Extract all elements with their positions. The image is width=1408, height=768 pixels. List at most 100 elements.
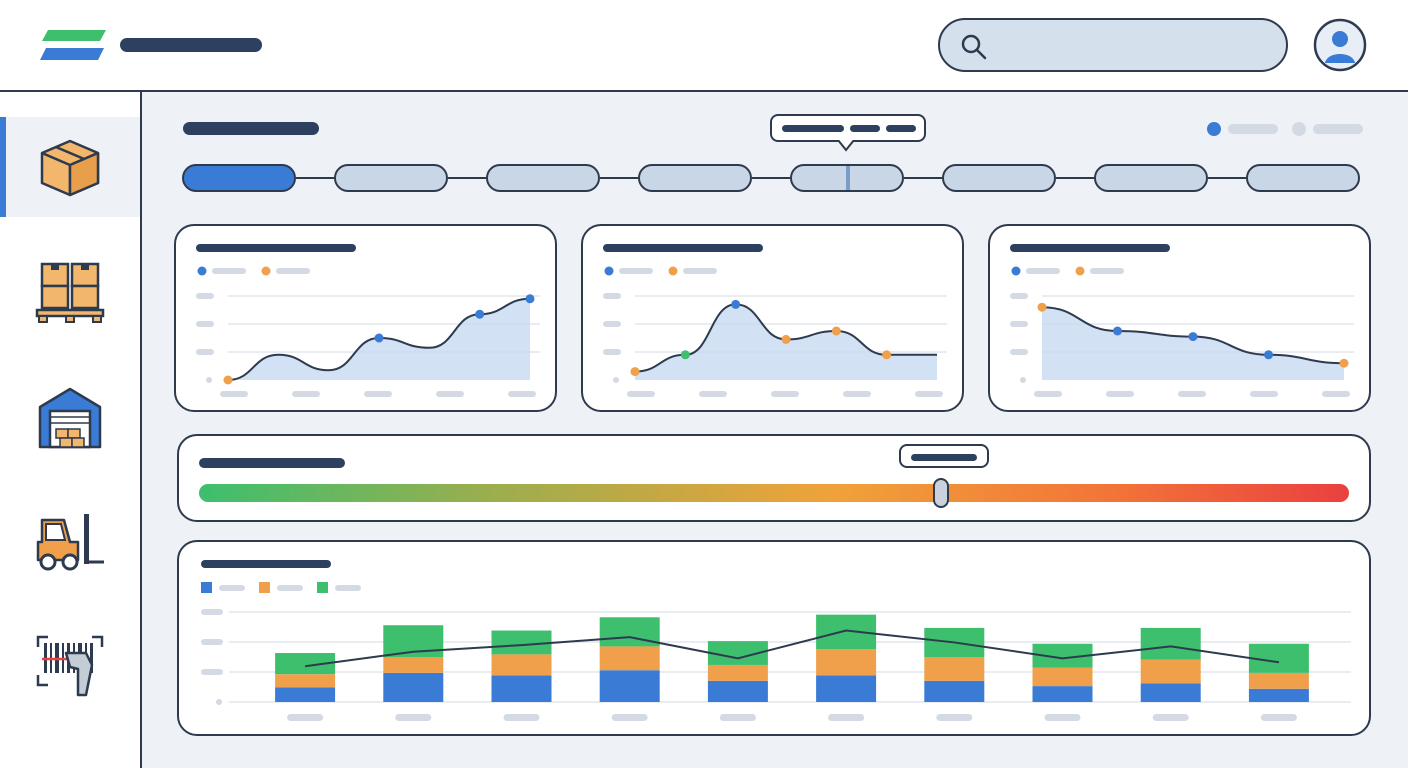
legend-label-placeholder (1313, 124, 1363, 134)
bar-segment (707, 664, 768, 681)
slider-tooltip (899, 444, 989, 468)
app-title-placeholder (120, 38, 262, 52)
bar-segment (707, 641, 768, 665)
warehouse-icon (38, 387, 102, 449)
pallet-boxes-icon (35, 262, 105, 323)
legend-label-placeholder (1228, 124, 1278, 134)
search-icon (961, 34, 987, 60)
stepper-step-5[interactable] (790, 164, 904, 192)
sidebar-item-forklift[interactable] (0, 492, 140, 592)
line-chart-card-2 (581, 224, 964, 412)
y-tick-placeholder (216, 699, 222, 705)
search-input[interactable] (938, 18, 1288, 72)
x-tick-placeholder (771, 391, 799, 397)
line-chart-1 (196, 244, 540, 397)
chart-title-placeholder (201, 560, 331, 568)
bar-segment (275, 687, 336, 702)
legend-dot-active[interactable] (1207, 122, 1221, 136)
legend-marker (1075, 266, 1085, 276)
x-tick-placeholder (287, 714, 324, 721)
legend-label-placeholder (335, 585, 361, 591)
user-avatar-icon[interactable] (1313, 18, 1367, 72)
legend-label-placeholder (276, 268, 310, 274)
legend-marker (261, 266, 271, 276)
legend-dot-inactive[interactable] (1292, 122, 1306, 136)
data-point (223, 375, 233, 385)
x-tick-placeholder (508, 391, 536, 397)
line-chart-2 (603, 244, 947, 397)
bar-segment (383, 672, 444, 702)
bar-segment (816, 649, 877, 676)
y-tick-placeholder (201, 609, 223, 615)
tooltip-text-placeholder (911, 454, 977, 461)
stepper-step-2[interactable] (334, 164, 448, 192)
x-tick-placeholder (1152, 714, 1189, 721)
y-tick-placeholder (196, 293, 214, 299)
stepper-step-3[interactable] (486, 164, 600, 192)
bar-segment (1248, 643, 1309, 673)
stepper-connector (752, 177, 792, 179)
bar-segment (491, 675, 552, 702)
data-point (374, 333, 384, 343)
data-point (1264, 350, 1273, 360)
top-header (0, 0, 1408, 92)
stepper-connector (296, 177, 336, 179)
x-tick-placeholder (1178, 391, 1206, 397)
forklift-icon (36, 514, 104, 571)
x-tick-placeholder (1106, 391, 1134, 397)
y-tick-placeholder (196, 349, 214, 355)
data-point (525, 294, 535, 304)
tooltip-text-placeholder (782, 125, 844, 132)
x-tick-placeholder (1322, 391, 1350, 397)
data-point (1113, 326, 1122, 336)
stepper-step-7[interactable] (1094, 164, 1208, 192)
data-point (1037, 302, 1047, 312)
sidebar-item-packages[interactable] (0, 117, 140, 217)
legend-marker (668, 266, 678, 276)
data-point (831, 326, 841, 336)
stacked-bar-chart (201, 560, 1351, 721)
level-gradient-track[interactable] (199, 484, 1349, 502)
stepper-connector (904, 177, 944, 179)
bar-segment (1140, 659, 1201, 684)
bar-segment (1248, 672, 1309, 689)
stepper-step-4[interactable] (638, 164, 752, 192)
y-tick-placeholder (1010, 321, 1028, 327)
stepper-step-1[interactable] (182, 164, 296, 192)
legend-marker (197, 266, 207, 276)
legend-label-placeholder (1026, 268, 1060, 274)
brand-logo-icon[interactable] (40, 28, 108, 62)
line-chart-3 (1010, 244, 1354, 397)
stacked-bar-chart-card (177, 540, 1371, 736)
chart-title-placeholder (603, 244, 763, 252)
legend-label-placeholder (277, 585, 303, 591)
legend-marker (317, 582, 328, 593)
bar-segment (1032, 667, 1093, 687)
sidebar-item-pallets[interactable] (0, 242, 140, 342)
x-tick-placeholder (1260, 714, 1297, 721)
bar-segment (1032, 686, 1093, 702)
bar-segment (275, 674, 336, 688)
legend-label-placeholder (683, 268, 717, 274)
barcode-scanner-icon (36, 635, 104, 697)
x-tick-placeholder (611, 714, 648, 721)
line-chart-card-1 (174, 224, 557, 412)
y-tick-placeholder (196, 321, 214, 327)
page-title-placeholder (183, 122, 319, 135)
bar-segment (707, 680, 768, 702)
x-tick-placeholder (364, 391, 392, 397)
sidebar-item-barcode-scanner[interactable] (0, 617, 140, 717)
legend-label-placeholder (619, 268, 653, 274)
level-slider-card (177, 434, 1371, 522)
area-fill (1042, 307, 1344, 380)
data-point (731, 299, 741, 309)
y-tick-placeholder (613, 377, 619, 383)
line-chart-card-3 (988, 224, 1371, 412)
stepper-step-8[interactable] (1246, 164, 1360, 192)
stepper-step-6[interactable] (942, 164, 1056, 192)
bar-segment (924, 657, 985, 681)
sidebar-item-warehouse[interactable] (0, 367, 140, 467)
chart-title-placeholder (1010, 244, 1170, 252)
x-tick-placeholder (1034, 391, 1062, 397)
level-slider-handle[interactable] (932, 478, 949, 508)
